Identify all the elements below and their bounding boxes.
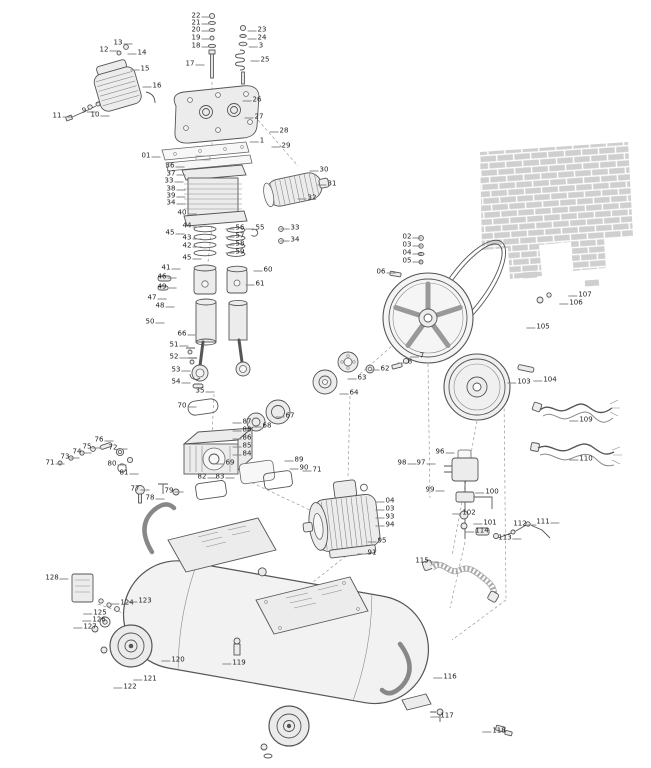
bearing-covers bbox=[246, 399, 291, 432]
crankcase-covers bbox=[195, 459, 293, 500]
valve-plate-and-gaskets bbox=[161, 141, 253, 172]
pressure-switch bbox=[444, 449, 551, 539]
braided-hose bbox=[421, 559, 500, 603]
oil-fill-parts bbox=[57, 442, 180, 504]
brick-wall bbox=[480, 142, 633, 287]
outlet-fitting bbox=[495, 724, 513, 737]
air-filter bbox=[263, 172, 330, 208]
flywheel bbox=[382, 272, 474, 364]
crankcase bbox=[182, 427, 254, 475]
motor bbox=[302, 479, 381, 559]
support-foot bbox=[401, 693, 432, 711]
wheel-left bbox=[109, 624, 153, 668]
cylinder-head bbox=[173, 85, 260, 144]
crankshaft-hardware bbox=[312, 351, 419, 395]
power-cords bbox=[530, 399, 622, 467]
mounting-plates bbox=[167, 517, 369, 635]
connecting-rods bbox=[186, 338, 251, 416]
washer-front bbox=[263, 753, 273, 759]
tank-plug bbox=[233, 637, 241, 656]
piston-rings bbox=[193, 225, 284, 257]
axle-nut-left bbox=[100, 646, 108, 654]
drain-valve bbox=[430, 708, 444, 722]
pistons bbox=[157, 264, 248, 295]
axle-nut-front bbox=[260, 743, 268, 751]
cylinder-liners bbox=[195, 298, 248, 346]
head-cover bbox=[93, 59, 142, 112]
motor-pulley bbox=[443, 353, 535, 421]
head-bolt-hardware bbox=[207, 12, 248, 85]
air-filter-assembly-left bbox=[71, 573, 120, 633]
construction-lines bbox=[97, 82, 507, 641]
wheel-front bbox=[268, 705, 310, 747]
handle-right bbox=[379, 641, 412, 696]
cylinder-block bbox=[181, 164, 248, 227]
handle-left bbox=[142, 502, 177, 555]
